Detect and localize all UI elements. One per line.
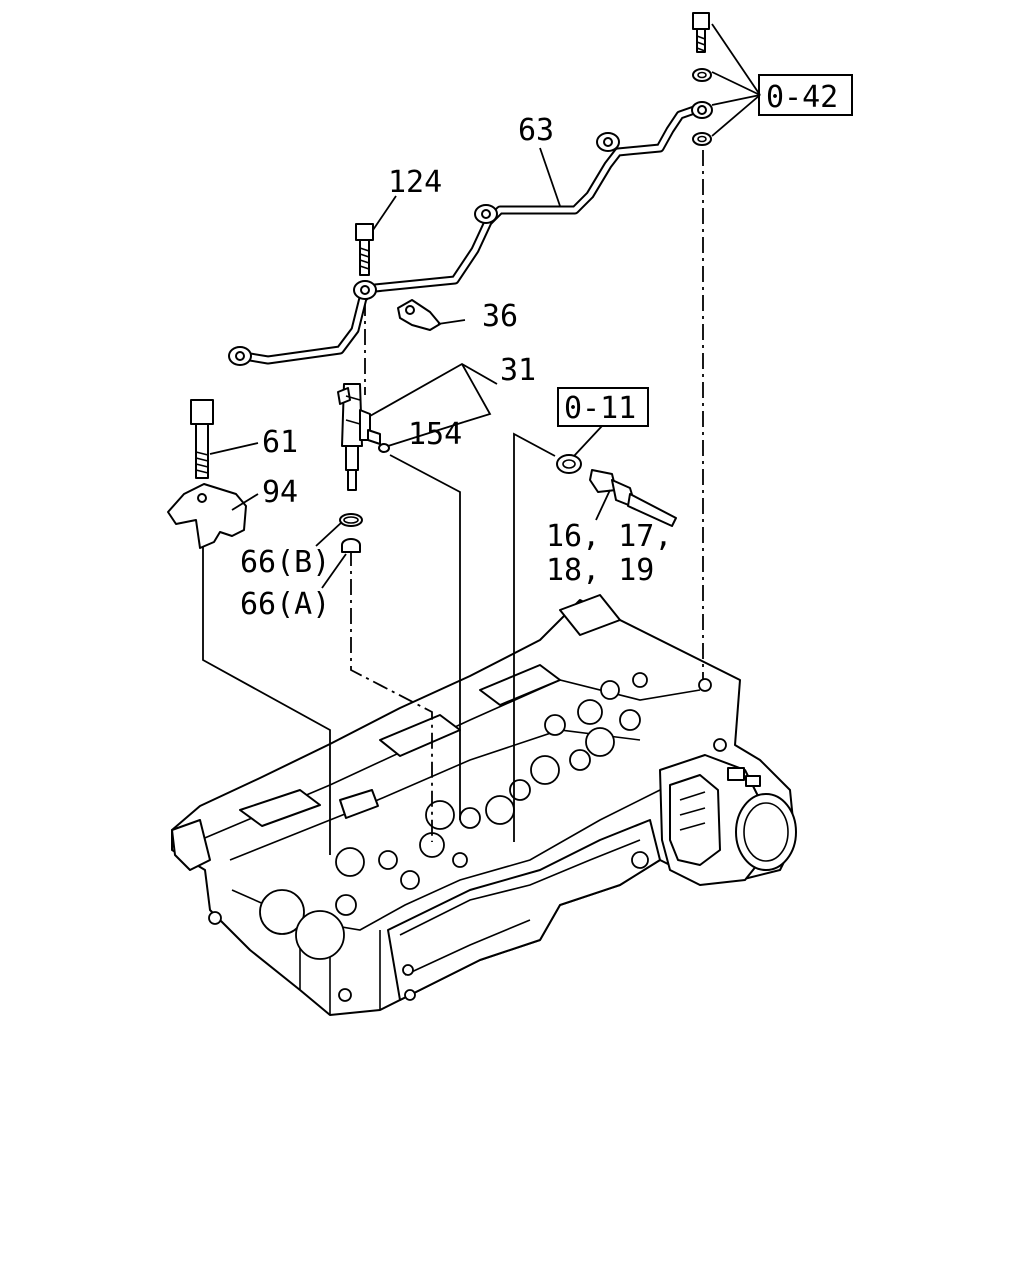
callout-36: 36	[482, 299, 518, 334]
throttle-body	[659, 754, 797, 886]
reference-label-0-11: 0-11	[564, 391, 636, 426]
callout-31: 31	[500, 353, 536, 388]
callout-61: 61	[262, 425, 298, 460]
callout-124: 124	[388, 165, 442, 200]
callout-94: 94	[262, 475, 298, 510]
callout-66b: 66(B)	[240, 545, 330, 580]
reference-box-0-11[interactable]: 0-11	[557, 387, 649, 427]
callout-66a: 66(A)	[240, 587, 330, 622]
callout-63: 63	[518, 113, 554, 148]
cylinder-head	[171, 594, 796, 1016]
injector-31	[337, 383, 390, 491]
seal-66b	[339, 513, 363, 527]
eye-bolt-124	[355, 223, 374, 276]
clamp-94	[167, 483, 247, 549]
assembly-lines	[202, 150, 704, 855]
seal-66a	[341, 538, 361, 553]
callout-16-17: 16, 17,	[546, 519, 672, 554]
reference-box-0-42[interactable]: 0-42	[758, 74, 853, 116]
bracket-36	[397, 299, 441, 331]
callout-leaders	[209, 23, 761, 589]
callout-18-19: 18, 19	[546, 553, 654, 588]
callout-labels: 124 63 36 31 154 61 94 66(B) 66(A) 16, 1…	[240, 113, 672, 622]
fuel-pipe-63	[228, 101, 713, 366]
glow-plug	[556, 454, 677, 527]
reference-label-0-42: 0-42	[766, 80, 838, 115]
stud-bolt-61	[190, 399, 214, 479]
eye-bolt-0-42	[692, 12, 712, 146]
callout-154: 154	[408, 417, 462, 452]
